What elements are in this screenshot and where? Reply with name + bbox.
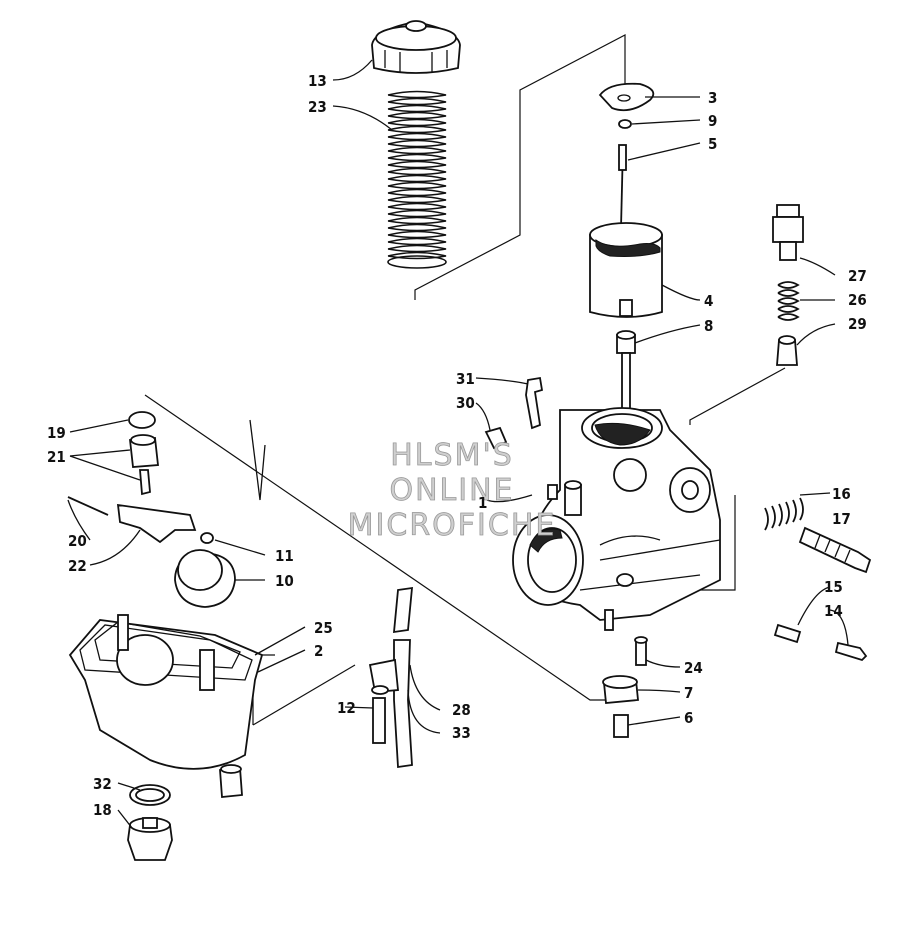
part-label-10: 10 [275, 572, 294, 590]
hose-and-bolt-parts [368, 586, 414, 769]
part-label-27: 27 [848, 267, 867, 285]
idle-screw-parts [764, 497, 872, 574]
part-label-15: 15 [824, 578, 843, 596]
bracket-part [484, 376, 544, 450]
main-jet-parts [602, 636, 648, 738]
part-label-8: 8 [704, 317, 713, 335]
bowl-plug-parts [127, 784, 173, 861]
top-cap-part [371, 20, 461, 74]
air-screw-parts [773, 623, 868, 662]
part-label-6: 6 [684, 709, 693, 727]
throttle-slide-part [589, 222, 663, 318]
part-label-1: 1 [478, 494, 487, 512]
needle-retainer-part [598, 82, 655, 229]
part-label-7: 7 [684, 684, 693, 702]
part-label-5: 5 [708, 135, 717, 153]
part-label-9: 9 [708, 112, 717, 130]
leader-lines [67, 59, 849, 829]
part-label-3: 3 [708, 89, 717, 107]
part-label-14: 14 [824, 602, 843, 620]
part-label-16: 16 [832, 485, 851, 503]
part-label-19: 19 [47, 424, 66, 442]
part-label-30: 30 [456, 394, 475, 412]
carburetor-body-part [512, 407, 721, 631]
part-label-18: 18 [93, 801, 112, 819]
part-label-11: 11 [275, 547, 294, 565]
part-label-29: 29 [848, 315, 867, 333]
part-labels: 13 23 3 9 5 4 8 27 26 29 31 30 1 16 17 1… [47, 72, 867, 819]
part-label-31: 31 [456, 370, 475, 388]
part-label-33: 33 [452, 724, 471, 742]
part-label-26: 26 [848, 291, 867, 309]
part-label-32: 32 [93, 775, 112, 793]
part-label-21: 21 [47, 448, 66, 466]
part-label-12: 12 [337, 699, 356, 717]
main-spring-part [387, 90, 447, 269]
part-label-22: 22 [68, 557, 87, 575]
watermark-line-2: ONLINE [389, 473, 514, 508]
float-part [174, 532, 236, 608]
spring-base [387, 255, 447, 269]
part-label-20: 20 [68, 532, 87, 550]
part-label-23: 23 [308, 98, 327, 116]
float-bowl-part [68, 614, 264, 798]
part-label-13: 13 [308, 72, 327, 90]
pilot-screw-parts [772, 204, 804, 366]
part-label-24: 24 [684, 659, 703, 677]
float-needle-parts [67, 411, 197, 544]
watermark: HLSM'S ONLINE MICROFICHE [347, 438, 557, 544]
part-label-2: 2 [314, 642, 323, 660]
part-label-17: 17 [832, 510, 851, 528]
spring-coils [387, 90, 447, 260]
part-label-28: 28 [452, 701, 471, 719]
part-label-4: 4 [704, 292, 713, 310]
part-label-25: 25 [314, 619, 333, 637]
needle-jet-part [616, 330, 636, 414]
watermark-line-1: HLSM'S [390, 438, 514, 473]
watermark-line-3: MICROFICHE [348, 508, 557, 543]
